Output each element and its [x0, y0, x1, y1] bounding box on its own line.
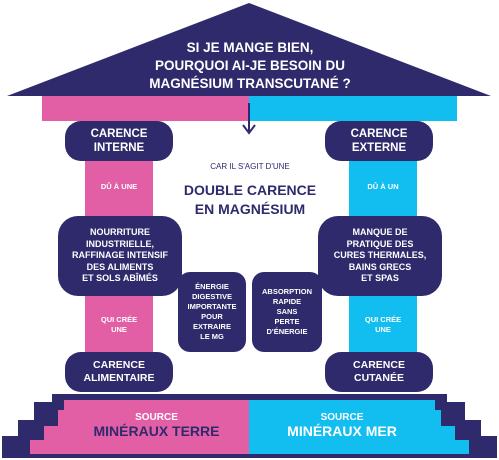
- roof-title-line-2: POURQUOI AI-JE BESOIN DU: [154, 58, 346, 73]
- base-steps: [2, 394, 497, 458]
- center-headline-line-1: DOUBLE CARENCE: [183, 182, 317, 198]
- center-headline-line-2: EN MAGNÉSIUM: [194, 201, 306, 217]
- absorption-rapide-box: ABSORPTION RAPIDE SANS PERTE D'ÉNERGIE: [252, 272, 322, 352]
- lintel-cyan: [249, 96, 457, 121]
- roof: [7, 3, 491, 96]
- carence-externe-box: CARENCE EXTERNE: [325, 121, 433, 161]
- center-lead-text: CAR IL S'AGIT D'UNE: [210, 161, 290, 171]
- right-connector-qui-cree-une: QUI CRÉE UNE: [364, 315, 402, 334]
- left-connector-qui-cree-une: QUI CRÉE UNE: [100, 315, 138, 334]
- left-connector-du-a-une: DÛ À UNE: [100, 181, 138, 191]
- source-mer-line-2: MINÉRAUX MER: [287, 422, 397, 439]
- roof-title-line-3: MAGNÉSIUM TRANSCUTANÉ ?: [149, 76, 351, 91]
- down-arrow-icon: [242, 103, 256, 135]
- lintel-pink: [42, 96, 250, 121]
- nourriture-industrielle-box: NOURRITURE INDUSTRIELLE, RAFFINAGE INTEN…: [58, 216, 182, 296]
- roof-title: SI JE MANGE BIEN, POURQUOI AI-JE BESOIN …: [90, 38, 410, 94]
- center-headline: DOUBLE CARENCE EN MAGNÉSIUM: [170, 180, 330, 220]
- source-mer-label: SOURCE MINÉRAUX MER: [249, 400, 435, 450]
- source-terre-label: SOURCE MINÉRAUX TERRE: [64, 400, 249, 450]
- roof-title-line-1: SI JE MANGE BIEN,: [186, 40, 314, 55]
- carence-interne-box: CARENCE INTERNE: [65, 121, 173, 161]
- source-terre-line-2: MINÉRAUX TERRE: [93, 422, 220, 439]
- carence-alimentaire-box: CARENCE ALIMENTAIRE: [65, 352, 173, 392]
- carence-cutanee-box: CARENCE CUTANÉE: [325, 352, 433, 392]
- manque-de-pratique-box: MANQUE DE PRATIQUE DES CURES THERMALES, …: [318, 216, 442, 296]
- right-connector-du-a-un: DÛ À UN: [367, 181, 399, 191]
- source-mer-line-1: SOURCE: [320, 411, 364, 423]
- source-terre-line-1: SOURCE: [135, 411, 178, 423]
- energie-digestive-box: ÉNERGIE DIGESTIVE IMPORTANTE POUR EXTRAI…: [178, 272, 246, 352]
